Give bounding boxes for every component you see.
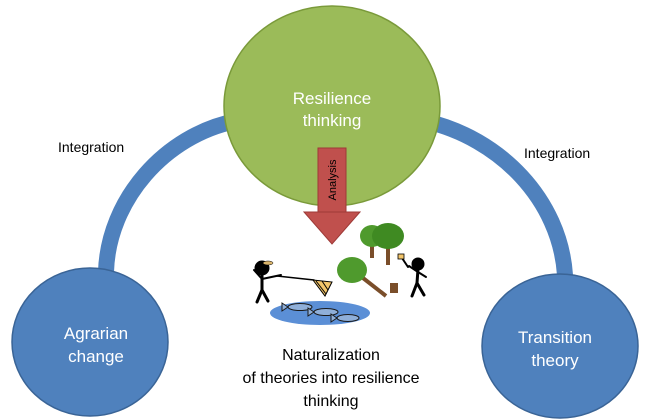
trees-icon xyxy=(337,223,404,298)
left-integration-label: Integration xyxy=(58,139,124,155)
naturalization-caption: Naturalization of theories into resilien… xyxy=(243,347,420,410)
caption-line2: of theories into resilience xyxy=(243,370,420,387)
caption-line1: Naturalization xyxy=(282,347,380,364)
analysis-arrow: Analysis xyxy=(302,147,362,245)
analysis-label: Analysis xyxy=(327,159,339,200)
transition-label-line1: Transition xyxy=(518,328,592,347)
agrarian-label-line1: Agrarian xyxy=(64,324,128,343)
agrarian-label-line2: change xyxy=(68,347,124,366)
right-integration-label: Integration xyxy=(524,145,590,161)
naturalization-illustration xyxy=(253,223,427,325)
fishing-net-icon xyxy=(311,279,333,297)
transition-theory-node: Transition theory xyxy=(481,273,639,419)
resilience-label-line2: thinking xyxy=(303,111,362,130)
stick-figure-fishing-icon xyxy=(253,260,315,304)
agrarian-circle xyxy=(11,267,169,417)
agrarian-change-node: Agrarian change xyxy=(11,267,169,417)
transition-circle xyxy=(481,273,639,419)
stick-figure-axe-icon xyxy=(397,253,427,298)
resilience-thinking-node: Resilience thinking xyxy=(223,5,441,207)
resilience-label-line1: Resilience xyxy=(293,89,371,108)
caption-line3: thinking xyxy=(303,393,358,410)
transition-label-line2: theory xyxy=(531,351,579,370)
fish-icon xyxy=(281,302,360,323)
small-fish-icon xyxy=(262,260,274,266)
